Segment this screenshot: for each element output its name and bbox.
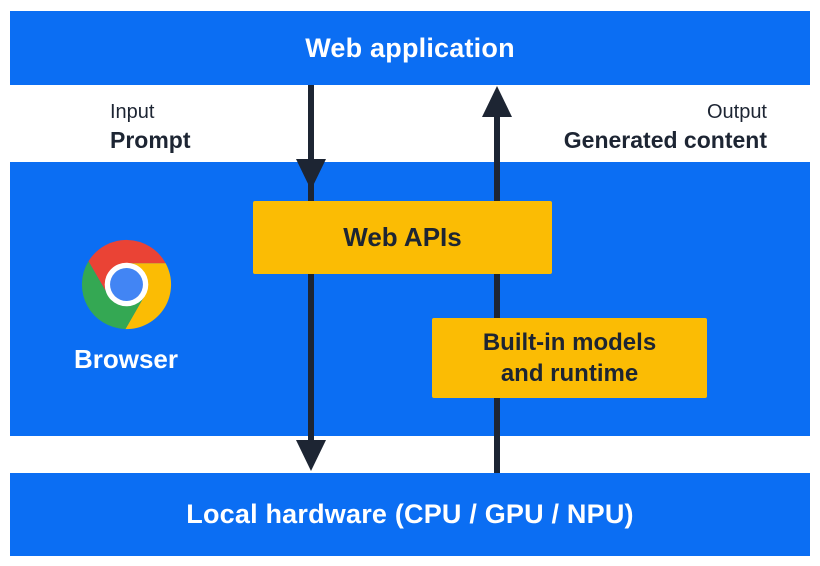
output-value: Generated content bbox=[563, 127, 767, 153]
web-application-label: Web application bbox=[305, 32, 515, 63]
output-caption: Output bbox=[706, 101, 767, 123]
chrome-logo-icon bbox=[81, 239, 171, 330]
builtin-models-box: Built-in models and runtime bbox=[432, 318, 707, 398]
browser-badge: Browser bbox=[46, 238, 206, 375]
web-apis-label: Web APIs bbox=[343, 222, 462, 252]
input-label-group: Input Prompt bbox=[110, 99, 191, 155]
browser-label: Browser bbox=[73, 344, 179, 374]
builtin-models-line2: and runtime bbox=[500, 360, 639, 387]
builtin-models-line1: Built-in models bbox=[482, 329, 657, 356]
output-label-group: Output Generated content bbox=[564, 99, 767, 155]
local-hardware-label: Local hardware (CPU / GPU / NPU) bbox=[186, 499, 634, 529]
input-value: Prompt bbox=[110, 127, 191, 153]
input-caption: Input bbox=[110, 101, 155, 123]
local-hardware-layer: Local hardware (CPU / GPU / NPU) bbox=[10, 473, 810, 556]
web-apis-box: Web APIs bbox=[253, 201, 552, 274]
web-application-layer: Web application bbox=[10, 11, 810, 85]
